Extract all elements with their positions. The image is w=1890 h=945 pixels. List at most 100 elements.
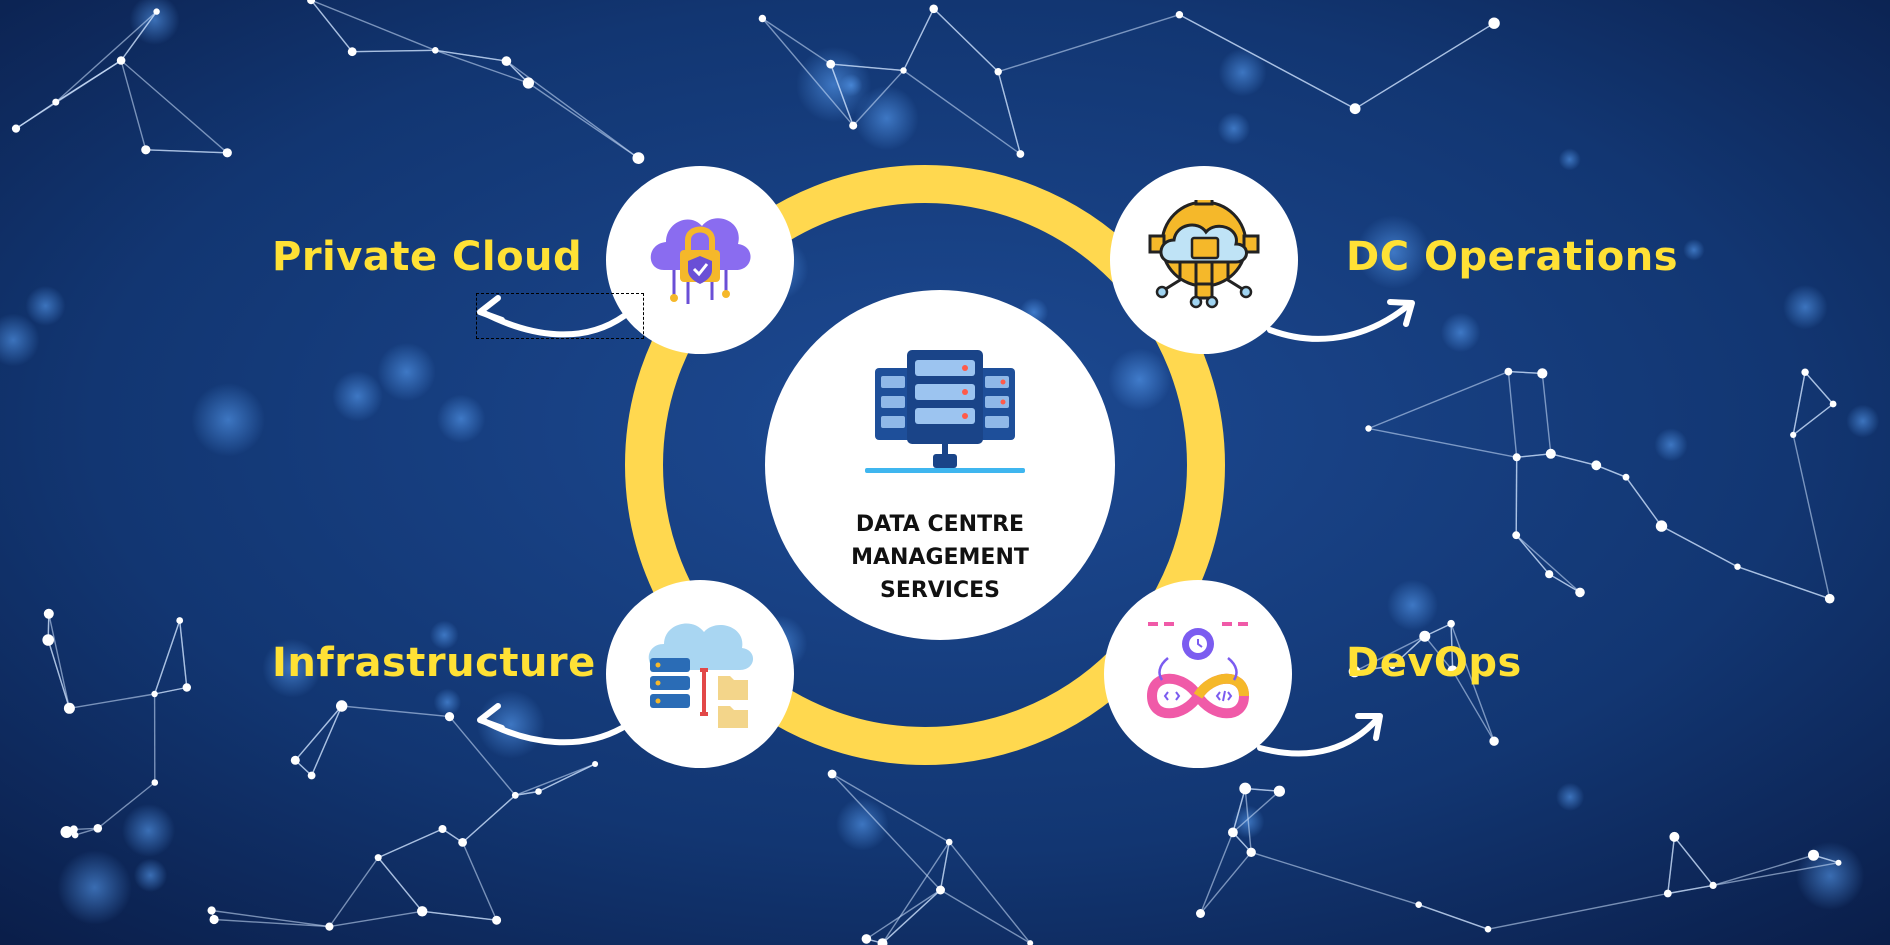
network-node-dot [458, 838, 467, 847]
network-node-dot [592, 761, 599, 767]
label-dc-operations: DC Operations [1346, 234, 1679, 280]
network-node-dot [1669, 831, 1680, 842]
network-line [294, 705, 343, 761]
network-node-dot [11, 124, 21, 133]
network-node-dot [116, 56, 126, 65]
network-line [120, 11, 158, 61]
network-node-dot [758, 14, 767, 23]
network-line [1232, 790, 1280, 833]
network-line [462, 794, 516, 843]
bokeh-light [1387, 579, 1439, 631]
network-line [1368, 370, 1509, 430]
network-node-dot [1835, 859, 1842, 866]
network-line [882, 889, 941, 944]
network-node-dot [432, 47, 439, 54]
bokeh-light [1558, 148, 1581, 171]
network-node-dot [325, 922, 334, 931]
network-line [1179, 14, 1356, 110]
bokeh-light [262, 638, 322, 698]
network-node-dot [1512, 531, 1521, 540]
bokeh-light [835, 797, 889, 851]
network-line [1515, 457, 1518, 536]
network-node-dot [1415, 901, 1422, 908]
network-node-dot [1545, 448, 1556, 459]
network-node-dot [1824, 593, 1835, 604]
node-infrastructure [606, 580, 794, 768]
network-line [341, 705, 450, 718]
bokeh-light [25, 285, 66, 326]
network-node-dot [877, 938, 888, 945]
network-node-dot [176, 617, 184, 624]
network-node-dot [1663, 889, 1672, 898]
network-line [538, 763, 596, 793]
network-node-dot [1512, 453, 1521, 462]
network-line [762, 17, 832, 65]
network-node-dot [209, 914, 219, 925]
network-line [1450, 623, 1495, 742]
network-node-dot [1484, 925, 1492, 933]
center-title: DATA CENTRE MANAGEMENT SERVICES [851, 512, 1029, 603]
network-node-dot [535, 788, 542, 795]
network-line [120, 59, 228, 154]
network-node-dot [1419, 630, 1431, 642]
cloud-gear-icon [1148, 200, 1260, 309]
network-node-dot [1709, 881, 1717, 890]
network-line [153, 620, 181, 695]
bokeh-light [0, 313, 40, 367]
bokeh-light [1217, 112, 1251, 145]
network-line [939, 841, 950, 891]
selection-box[interactable] [476, 293, 644, 339]
network-line [1596, 464, 1627, 478]
bokeh-light [436, 394, 486, 443]
network-line [1368, 427, 1517, 458]
network-line [1515, 534, 1550, 575]
network-line [352, 49, 436, 53]
network-line [1667, 836, 1676, 894]
network-node-dot [151, 690, 158, 698]
network-line [1667, 884, 1714, 895]
bokeh-light [433, 688, 462, 716]
network-line [1354, 22, 1495, 110]
bokeh-light [1783, 284, 1828, 330]
network-line [328, 857, 379, 928]
network-line [179, 620, 188, 688]
network-node-dot [1488, 17, 1500, 29]
network-node-dot [1591, 460, 1602, 471]
network-node-dot [1575, 587, 1585, 598]
node-private-cloud [606, 166, 794, 354]
network-line [145, 149, 228, 154]
network-node-dot [63, 702, 75, 714]
network-line [831, 773, 950, 843]
network-line [377, 828, 443, 859]
network-line [1452, 670, 1495, 742]
network-line [1804, 371, 1834, 405]
cloud-server-icon [648, 623, 754, 728]
network-line [1250, 851, 1419, 906]
devops-infinity-icon [1146, 622, 1250, 719]
network-node-dot [1537, 368, 1548, 379]
bokeh-light [477, 690, 545, 759]
network-node-dot [141, 145, 151, 155]
network-node-dot [1239, 782, 1252, 795]
network-line [1792, 372, 1806, 436]
network-node-dot [69, 825, 78, 834]
network-line [1792, 434, 1831, 599]
network-line [1232, 788, 1246, 833]
network-node-dot [1790, 431, 1797, 438]
network-node-dot [900, 67, 907, 74]
network-line [1424, 635, 1454, 672]
network-node-dot [945, 838, 953, 846]
network-node-dot [632, 152, 645, 165]
network-node-dot [1228, 827, 1238, 838]
network-line [97, 781, 156, 829]
network-node-dot [290, 755, 300, 765]
network-node-dot [1734, 563, 1741, 570]
network-node-dot [522, 77, 535, 89]
network-line [505, 60, 639, 159]
network-line [1487, 892, 1668, 930]
network-line [55, 11, 158, 103]
bokeh-light [133, 858, 168, 892]
network-node-dot [1348, 665, 1361, 678]
network-line [15, 101, 57, 130]
network-line [435, 49, 507, 62]
